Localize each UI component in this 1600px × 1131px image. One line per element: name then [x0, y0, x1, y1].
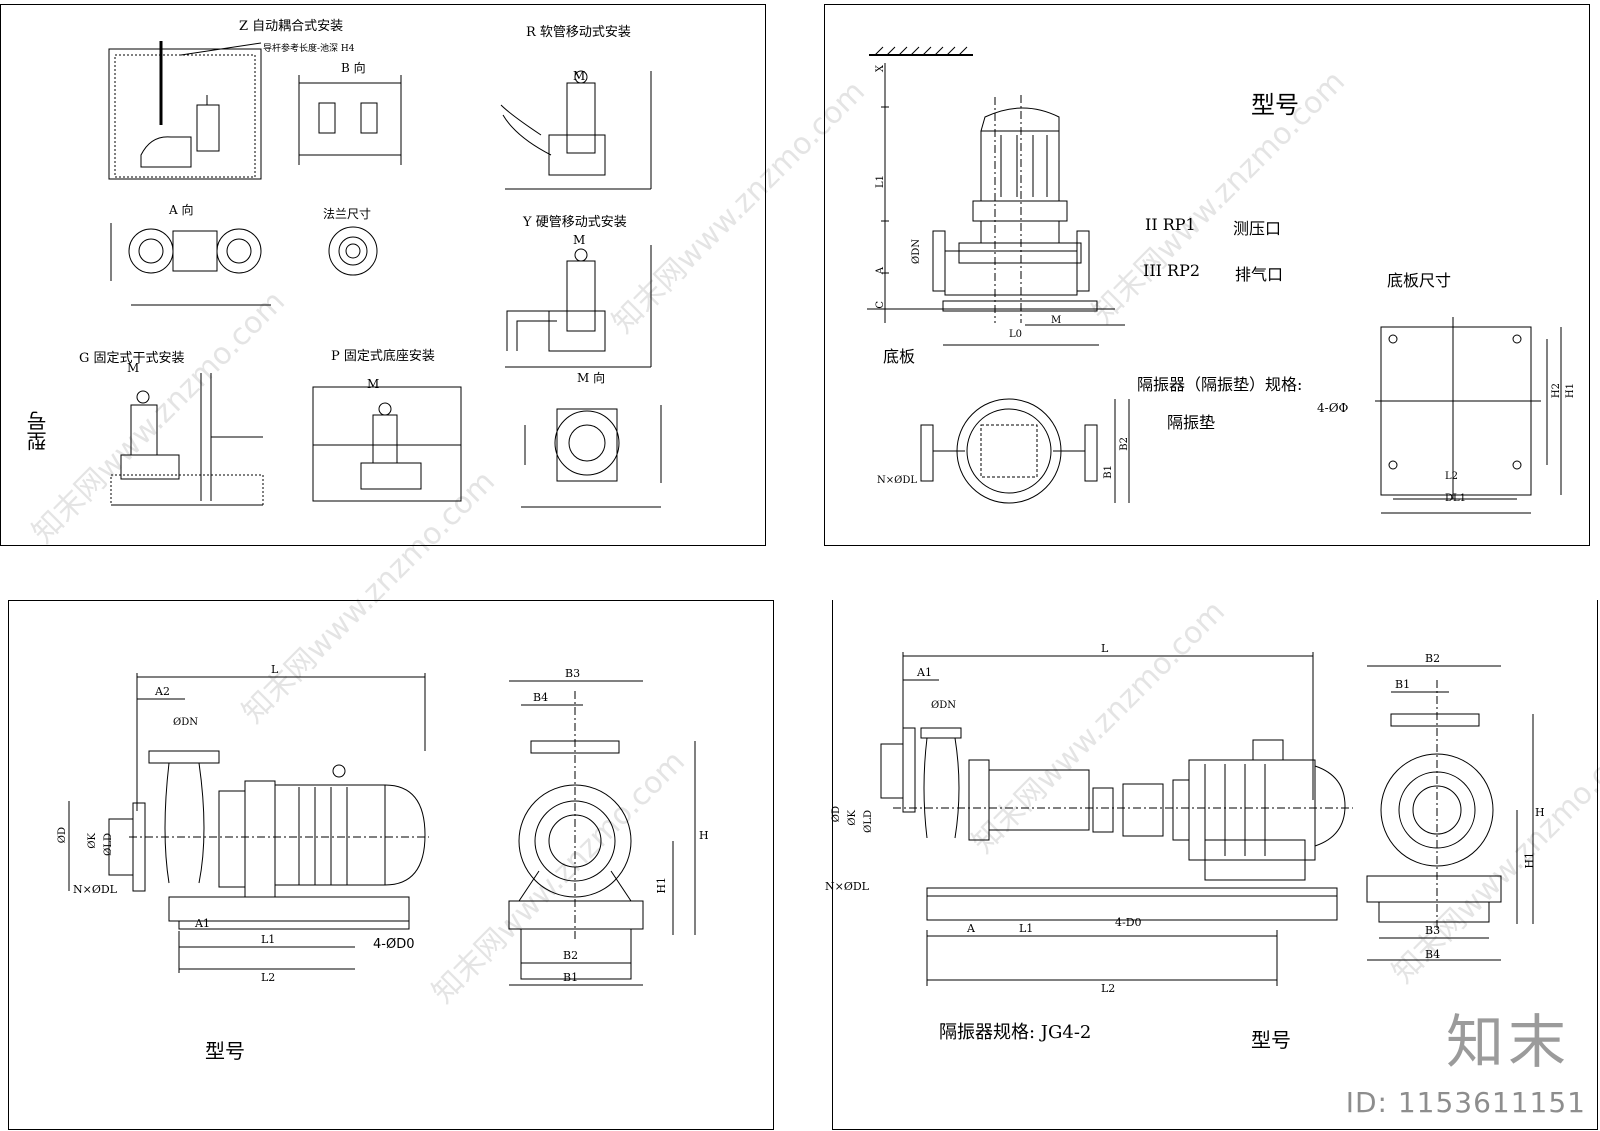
dim-h2: H2 [1551, 383, 1562, 399]
dim-b4: B4 [1425, 948, 1441, 961]
dim-anchor-holes: 4-ØD0 [373, 937, 415, 952]
title-z-installation: Z 自动耦合式安装 [239, 19, 344, 34]
dim-dl1: DL1 [1445, 493, 1467, 504]
dim-h1: H1 [1523, 852, 1536, 869]
model-label: 型号 [1251, 91, 1299, 119]
dim-dn: ØDN [173, 717, 198, 728]
flange-size-label: 法兰尺寸 [323, 207, 372, 221]
title-p-installation: P 固定式底座安装 [331, 349, 435, 364]
note-z-guide-rod: 导杆参考长度-池深 H4 [263, 44, 355, 54]
base-size-label: 底板尺寸 [1387, 271, 1452, 290]
model-label: 型号 [26, 411, 50, 451]
dim-dn: ØDN [911, 239, 922, 264]
dim-a1: A1 [917, 666, 932, 679]
panel-vertical-pump: 型号 II RP1 测压口 III RP2 排气口 底板尺寸 隔振器（隔振垫）规… [824, 4, 1590, 546]
dim-k: ØK [87, 833, 98, 849]
dim-l1: L1 [875, 175, 886, 189]
m-marker: M [367, 377, 380, 391]
dim-c: C [875, 301, 886, 309]
dim-h1: H1 [1565, 383, 1576, 399]
dim-h: H [699, 829, 709, 842]
dim-l: L [1101, 642, 1109, 655]
dim-nxdl: N×ØDL [73, 883, 117, 896]
dim-ld: ØLD [103, 833, 114, 856]
horizontal-pump-drawing [68, 673, 696, 986]
coupled-pump-drawing [880, 652, 1534, 986]
dim-k: ØK [847, 810, 858, 826]
dim-a1: A1 [195, 917, 210, 930]
isolator-spec-label: 隔振器规格: JG4-2 [939, 1022, 1092, 1043]
dim-b4: B4 [533, 691, 549, 704]
dim-l2: L2 [1445, 471, 1459, 482]
dim-d: ØD [57, 827, 68, 844]
dim-l2: L2 [261, 971, 276, 984]
dim-b3: B3 [565, 667, 581, 680]
rp1-code: II RP1 [1145, 215, 1196, 234]
dim-b1: B1 [1103, 465, 1114, 479]
dim-l1: L1 [261, 933, 276, 946]
vertical-pump-drawing [867, 46, 1562, 514]
dim-h1: H1 [655, 877, 668, 894]
dim-nxdl: N×ØDL [825, 880, 869, 893]
dim-d: ØD [831, 806, 842, 823]
m-marker: M [573, 233, 586, 247]
dim-b2: B2 [563, 949, 579, 962]
dim-nxdl: N×ØDL [877, 475, 917, 486]
rp1-name: 测压口 [1233, 219, 1282, 238]
dim-dn: ØDN [931, 700, 956, 711]
dim-b2: B2 [1119, 437, 1130, 451]
dim-b2: B2 [1425, 652, 1441, 665]
panel-submersible-installations: Z 自动耦合式安装 导杆参考长度-池深 H4 B 向 R 软管移动式安装 A 向… [0, 4, 766, 546]
dim-l0: L0 [1009, 329, 1023, 340]
dim-h: H [1535, 806, 1545, 819]
rp2-code: III RP2 [1143, 261, 1201, 280]
dim-b1: B1 [563, 971, 579, 984]
view-a-label: A 向 [169, 203, 194, 217]
dim-m: M [1051, 315, 1062, 326]
title-g-installation: G 固定式干式安装 [79, 351, 185, 366]
m-marker: M [127, 361, 140, 375]
panel-coupled-pump: 隔振器规格: JG4-2 型号 L A1 B2 B1 H H1 B3 B4 A … [825, 600, 1598, 1130]
dim-a2: A2 [155, 685, 170, 698]
dim-l1: L1 [1019, 922, 1034, 935]
title-r-installation: R 软管移动式安装 [526, 25, 631, 40]
document-id: ID: 1153611151 [1345, 1086, 1586, 1119]
model-label: 型号 [1251, 1028, 1291, 1052]
dim-l: L [271, 663, 279, 676]
isolator-spec-label: 隔振器（隔振垫）规格: [1137, 375, 1303, 394]
dim-b1: B1 [1395, 678, 1411, 691]
baseplate-label: 底板 [883, 347, 916, 366]
dim-anchor-holes: 4-D0 [1115, 916, 1142, 929]
isolator-pad-label: 隔振垫 [1167, 413, 1216, 432]
dim-l2: L2 [1101, 982, 1116, 995]
submersible-drawings [108, 41, 662, 508]
view-m-label: M 向 [577, 371, 606, 385]
dim-b3: B3 [1425, 924, 1441, 937]
brand-watermark: 知末 [1445, 1008, 1570, 1076]
m-marker: M [573, 69, 586, 83]
title-y-installation: Y 硬管移动式安装 [523, 215, 627, 230]
dim-ld: ØLD [863, 810, 874, 833]
holes-label: 4-ØΦ [1317, 401, 1349, 415]
rp2-name: 排气口 [1235, 265, 1284, 284]
dim-x: X [875, 65, 886, 73]
model-label: 型号 [205, 1039, 245, 1063]
view-b-label: B 向 [341, 61, 366, 75]
panel-horizontal-pump: 型号 L A2 B3 B4 H H1 B2 B1 A1 L1 L2 4-ØD0 … [8, 600, 774, 1130]
dim-a: A [875, 267, 886, 275]
dim-a: A [967, 922, 975, 935]
